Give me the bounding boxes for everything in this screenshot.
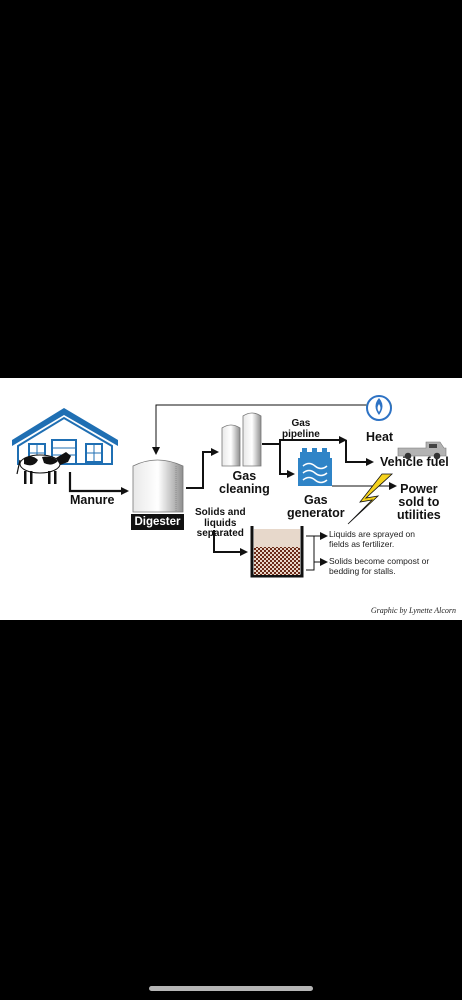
- gas-generator-icon: [298, 448, 332, 486]
- manure-label: Manure: [70, 493, 115, 507]
- digester-label: Digester: [131, 514, 184, 530]
- gas-generator-label: Gas generator: [287, 493, 345, 521]
- lightning-bolt-icon: [347, 473, 394, 525]
- biogas-diagram: Manure Digester Gas cleaning Solids and …: [0, 378, 462, 620]
- graphic-credit: Graphic by Lynette Alcorn: [370, 606, 456, 615]
- digester-tank-icon: [132, 459, 184, 513]
- separator-tank-icon: [250, 526, 304, 578]
- solids-separated-label: Solids and liquids separated: [195, 507, 246, 539]
- diagram-graphics: [12, 395, 447, 578]
- home-indicator[interactable]: [149, 986, 313, 991]
- gas-cleaning-tanks-icon: [221, 412, 262, 467]
- gas-flame-icon: [366, 395, 392, 421]
- cow-icon: [16, 452, 71, 484]
- vehicle-fuel-label: Vehicle fuel: [380, 455, 449, 469]
- solids-note: Solids become compost or bedding for sta…: [329, 556, 430, 576]
- gas-cleaning-label: Gas cleaning: [219, 469, 270, 497]
- power-label: Power sold to utilities: [397, 482, 441, 523]
- heat-label: Heat: [366, 430, 394, 444]
- liquids-note: Liquids are sprayed on fields as fertili…: [329, 529, 416, 549]
- pickup-truck-icon: [397, 441, 447, 460]
- gas-pipeline-label: Gas pipeline: [282, 418, 320, 440]
